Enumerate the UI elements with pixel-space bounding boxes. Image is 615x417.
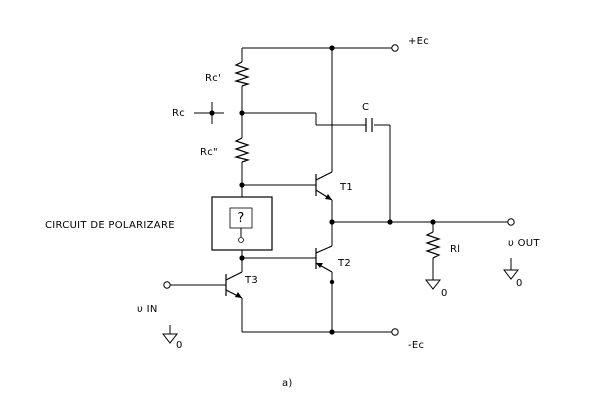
label-v-in: υ IN bbox=[137, 304, 158, 315]
resistor-rc-prime bbox=[233, 61, 251, 87]
terminal-v-out bbox=[507, 218, 515, 226]
label-t1: T1 bbox=[339, 182, 353, 193]
capacitor-c bbox=[365, 118, 373, 132]
label-minus-ec: -Ec bbox=[408, 340, 424, 351]
label-ground-0-in: 0 bbox=[176, 340, 183, 351]
figure-caption: a) bbox=[282, 378, 293, 389]
ground-symbol-in bbox=[161, 325, 179, 344]
label-rc: Rc bbox=[172, 108, 185, 119]
transistor-t2 bbox=[315, 245, 333, 273]
label-ground-0-rl: 0 bbox=[441, 288, 448, 299]
resistor-rl bbox=[425, 231, 441, 259]
ground-symbol-rl bbox=[424, 279, 442, 290]
wires bbox=[170, 47, 508, 333]
label-ground-0-out: 0 bbox=[516, 278, 523, 289]
terminal-minus-ec bbox=[391, 328, 399, 336]
label-bias-circuit: CIRCUIT DE POLARIZARE bbox=[45, 220, 175, 231]
terminal-plus-ec bbox=[391, 44, 399, 52]
junction-dots bbox=[209, 45, 436, 335]
terminal-v-in bbox=[163, 281, 171, 289]
label-plus-ec: +Ec bbox=[408, 36, 429, 47]
transistor-t3 bbox=[225, 271, 243, 299]
label-v-out: υ OUT bbox=[508, 238, 540, 249]
label-c: C bbox=[362, 102, 369, 113]
resistor-rc-double-prime bbox=[233, 137, 251, 163]
label-rc-prime: Rc' bbox=[205, 73, 221, 84]
question-mark: ? bbox=[237, 211, 244, 226]
label-t3: T3 bbox=[244, 275, 258, 286]
transistor-t1 bbox=[315, 171, 333, 201]
label-t2: T2 bbox=[337, 258, 351, 269]
label-rl: Rl bbox=[450, 244, 460, 255]
label-rc-double-prime: Rc" bbox=[200, 147, 218, 158]
ground-symbol-out bbox=[502, 258, 520, 280]
bias-circuit-box: ? bbox=[211, 196, 273, 251]
